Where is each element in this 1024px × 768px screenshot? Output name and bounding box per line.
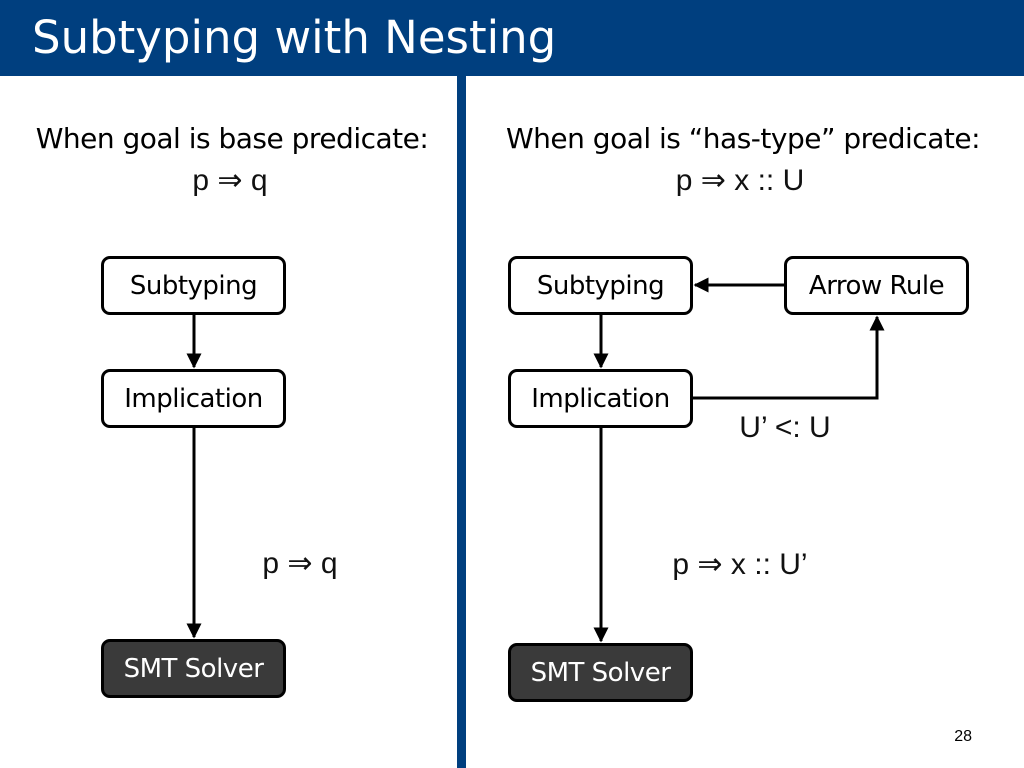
right-smt-solver-box: SMT Solver xyxy=(508,643,693,702)
left-subtyping-box: Subtyping xyxy=(101,256,286,315)
left-edge-label: p ⇒ q xyxy=(262,547,338,580)
title-bar: Subtyping with Nesting xyxy=(0,0,1024,76)
page-number: 28 xyxy=(954,728,972,745)
right-loop-label: U’ <: U xyxy=(739,411,831,444)
left-formula: p ⇒ q xyxy=(192,164,268,197)
right-subtyping-box: Subtyping xyxy=(508,256,693,315)
column-divider xyxy=(457,76,466,768)
right-heading: When goal is “has-type” predicate: xyxy=(505,122,981,155)
right-implication-box: Implication xyxy=(508,369,693,428)
left-heading: When goal is base predicate: xyxy=(35,122,429,155)
left-implication-box: Implication xyxy=(101,369,286,428)
right-formula: p ⇒ x :: U xyxy=(675,164,805,197)
slide-title: Subtyping with Nesting xyxy=(32,11,557,64)
left-smt-solver-box: SMT Solver xyxy=(101,639,286,698)
right-arrow-implication-arrowrule xyxy=(693,315,885,400)
right-edge-label: p ⇒ x :: U’ xyxy=(672,548,808,581)
right-arrow-rule-box: Arrow Rule xyxy=(784,256,969,315)
